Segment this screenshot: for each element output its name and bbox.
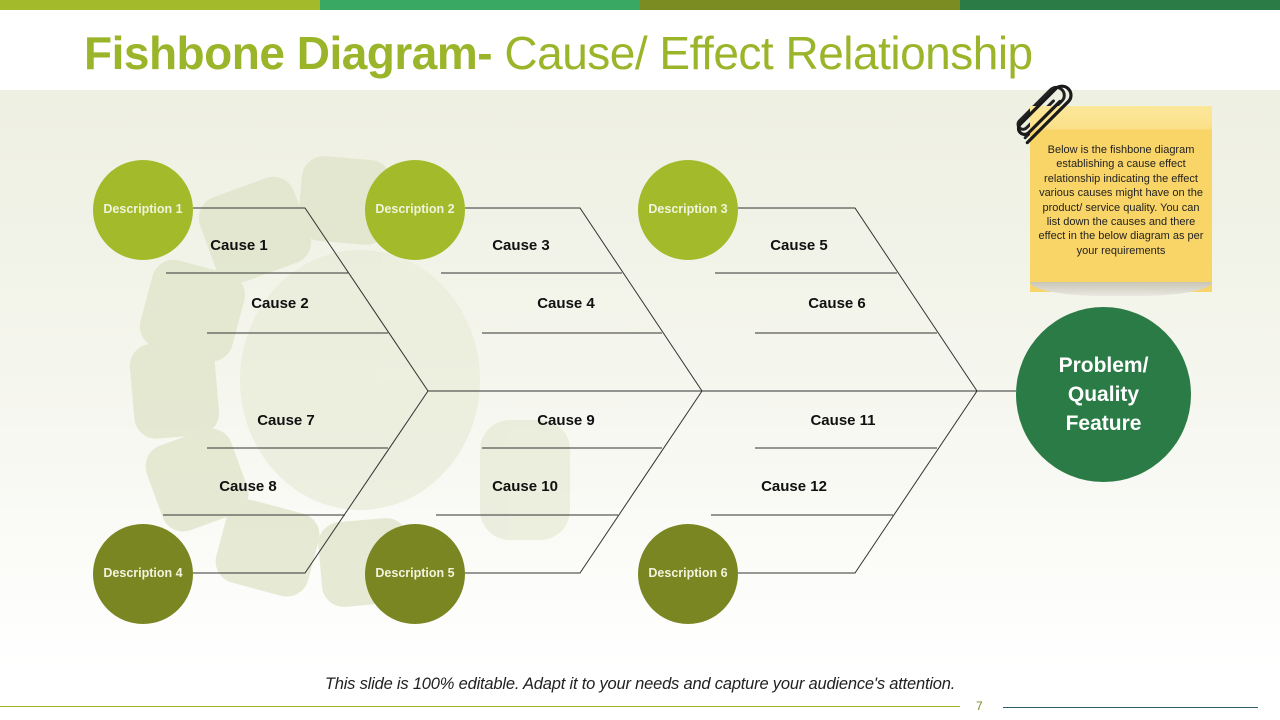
background-decoration [129, 156, 570, 607]
description-label-5: Description 5 [375, 566, 455, 580]
top-bar-segment-2 [320, 0, 640, 10]
description-circle-6[interactable] [638, 524, 738, 624]
cause-label-9[interactable]: Cause 9 [537, 412, 595, 429]
fishbone-lines [163, 207, 1016, 574]
description-circles [93, 160, 738, 624]
cause-label-1[interactable]: Cause 1 [210, 237, 268, 254]
decor-shape [145, 428, 249, 532]
problem-line-2: Quality [1067, 383, 1140, 406]
footer-line-right [1003, 707, 1258, 708]
page-number: 7 [976, 699, 983, 713]
description-circle-4[interactable] [93, 524, 193, 624]
description-label-3: Description 3 [648, 202, 728, 216]
cause-label-6[interactable]: Cause 6 [808, 295, 866, 312]
sticky-note-curl [1030, 282, 1212, 296]
decor-shape [215, 499, 320, 597]
paperclip-icon [1016, 84, 1073, 145]
cause-label-12[interactable]: Cause 12 [761, 478, 827, 495]
cause-label-2[interactable]: Cause 2 [251, 295, 309, 312]
problem-line-3: Feature [1065, 412, 1142, 435]
description-label-4: Description 4 [103, 566, 183, 580]
cause-label-11[interactable]: Cause 11 [810, 412, 876, 429]
bone-group-3 [738, 207, 978, 574]
bone-group-1 [193, 207, 429, 574]
cause-label-10[interactable]: Cause 10 [492, 478, 558, 495]
cause-label-8[interactable]: Cause 8 [219, 478, 277, 495]
description-circle-1[interactable] [93, 160, 193, 260]
sticky-note: Below is the fishbone diagram establishi… [1030, 106, 1212, 296]
sticky-note-paper [1030, 106, 1212, 292]
decor-shape [480, 420, 570, 540]
title-light: Cause/ Effect Relationship [492, 27, 1033, 79]
decor-shape [139, 259, 245, 362]
description-label-1: Description 1 [103, 202, 183, 216]
footer-text: This slide is 100% editable. Adapt it to… [324, 675, 956, 693]
sticky-note-text: Below is the fishbone diagram establishi… [1038, 144, 1204, 257]
footer-note: This slide is 100% editable. Adapt it to… [0, 675, 1280, 694]
problem-label: Problem/ Quality Feature [1059, 351, 1149, 438]
top-bar-segment-4 [960, 0, 1280, 10]
cause-label-7[interactable]: Cause 7 [257, 412, 315, 429]
description-label-2: Description 2 [375, 202, 455, 216]
decor-hand [240, 250, 480, 510]
paperclip-icon [1016, 85, 1066, 140]
problem-circle[interactable]: Problem/ Quality Feature [1016, 307, 1191, 482]
cause-label-4[interactable]: Cause 4 [537, 295, 595, 312]
slide-title: Fishbone Diagram- Cause/ Effect Relation… [84, 26, 1033, 80]
problem-line-1: Problem/ [1058, 354, 1149, 377]
top-bar-segment-1 [0, 0, 320, 10]
decor-shape [129, 340, 220, 439]
decor-shape [198, 176, 312, 284]
top-bar-segment-3 [640, 0, 960, 10]
footer-line-left [0, 706, 960, 707]
cause-label-5[interactable]: Cause 5 [770, 237, 828, 254]
bone-group-2 [465, 207, 703, 574]
title-bold: Fishbone Diagram- [84, 27, 493, 79]
description-circle-5[interactable] [365, 524, 465, 624]
description-circle-3[interactable] [638, 160, 738, 260]
description-circle-2[interactable] [365, 160, 465, 260]
top-color-bar [0, 0, 1280, 10]
description-label-6: Description 6 [648, 566, 728, 580]
cause-label-3[interactable]: Cause 3 [492, 237, 550, 254]
